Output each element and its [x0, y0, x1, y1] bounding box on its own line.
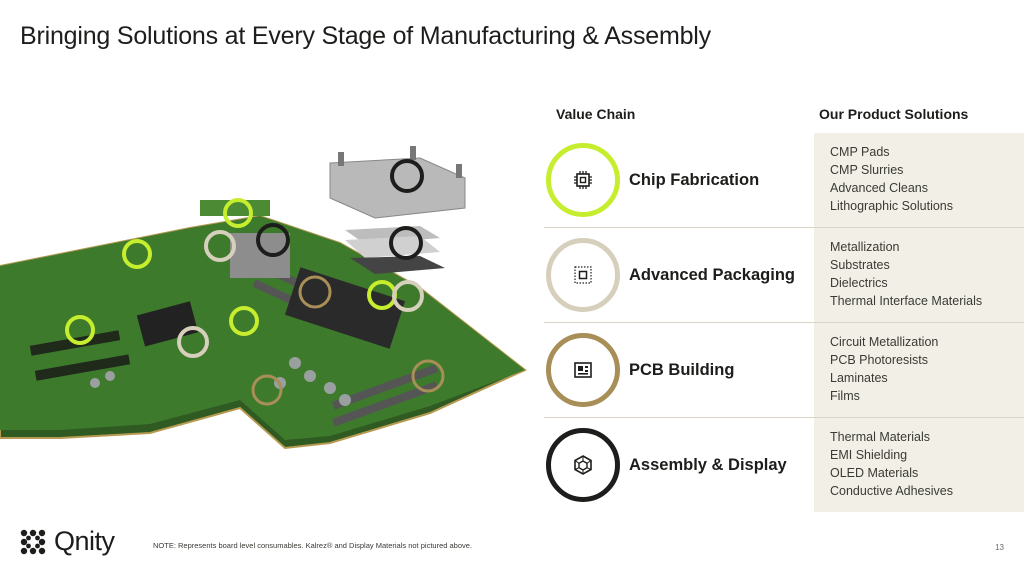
chip-icon: [574, 171, 592, 189]
highlight-ring-chip-fabrication: [122, 239, 152, 269]
highlight-ring-pcb-building: [411, 359, 445, 393]
highlight-ring-pcb-building: [251, 374, 283, 406]
product-item: EMI Shielding: [830, 448, 908, 463]
product-item: Conductive Adhesives: [830, 483, 953, 498]
stage-row-chip-fabrication: Chip Fabrication CMP Pads CMP Slurries A…: [544, 133, 1024, 228]
stage-ring: [546, 143, 620, 217]
page-title: Bringing Solutions at Every Stage of Man…: [20, 22, 711, 50]
highlight-ring-chip-fabrication: [65, 315, 95, 345]
product-list: CMP Pads CMP Slurries Advanced Cleans Li…: [814, 133, 1024, 227]
highlight-ring-chip-fabrication: [223, 198, 253, 228]
product-item: Circuit Metallization: [830, 335, 939, 350]
package-icon: [574, 266, 592, 284]
hexagon-icon: [574, 455, 592, 475]
highlight-ring-advanced-packaging: [177, 326, 209, 358]
highlight-ring-pcb-building: [298, 275, 332, 309]
capacitor: [324, 382, 336, 394]
qnity-logo: Qnity: [18, 526, 115, 557]
highlight-ring-assembly-display: [389, 226, 423, 260]
product-item: PCB Photoresists: [830, 353, 928, 368]
value-chain-table: Chip Fabrication CMP Pads CMP Slurries A…: [544, 133, 1024, 512]
capacitor: [304, 370, 316, 382]
logo-text: Qnity: [54, 526, 115, 556]
product-item: OLED Materials: [830, 466, 919, 480]
product-item: Films: [830, 388, 860, 403]
stage-label: Assembly & Display: [629, 455, 787, 474]
stage-label: Advanced Packaging: [629, 265, 795, 284]
highlight-ring-assembly-display: [256, 223, 290, 257]
page-number: 13: [995, 543, 1004, 552]
cpu-socket: [284, 267, 406, 349]
stage-row-pcb-building: PCB Building Circuit Metallization PCB P…: [544, 323, 1024, 418]
screw: [456, 164, 462, 178]
product-list: Metallization Substrates Dielectrics The…: [814, 228, 1024, 322]
product-item: Substrates: [830, 258, 890, 273]
capacitor: [339, 394, 351, 406]
screw: [338, 152, 344, 166]
product-item: Advanced Cleans: [830, 181, 928, 195]
circuit-board-illustration: [0, 138, 535, 458]
product-solutions-header: Our Product Solutions: [819, 106, 969, 122]
product-item: Thermal Interface Materials: [830, 293, 983, 308]
value-chain-header: Value Chain: [556, 106, 636, 122]
memory-slot: [331, 381, 439, 427]
highlight-ring-chip-fabrication: [229, 306, 259, 336]
stage-row-advanced-packaging: Advanced Packaging Metallization Substra…: [544, 228, 1024, 323]
footnote: NOTE: Represents board level consumables…: [153, 541, 473, 550]
screw: [410, 146, 416, 160]
stage-ring: [546, 238, 620, 312]
product-item: Laminates: [830, 371, 888, 385]
product-item: CMP Pads: [830, 145, 890, 160]
board-svg: [0, 146, 527, 450]
capacitor: [90, 378, 100, 388]
logo-mark-icon: [20, 529, 46, 554]
product-item: Dielectrics: [830, 276, 888, 290]
stage-row-assembly-display: Assembly & Display Thermal Materials EMI…: [544, 418, 1024, 512]
product-item: Metallization: [830, 240, 900, 255]
stage-ring: [546, 428, 620, 502]
product-item: Thermal Materials: [830, 430, 931, 445]
product-item: Lithographic Solutions: [830, 198, 953, 213]
product-list: Circuit Metallization PCB Photoresists L…: [814, 323, 1024, 417]
pcb-icon: [574, 362, 592, 378]
lid: [350, 256, 445, 274]
capacitor: [289, 357, 301, 369]
memory-slot: [34, 354, 131, 381]
highlight-ring-advanced-packaging: [204, 230, 236, 262]
product-list: Thermal Materials EMI Shielding OLED Mat…: [814, 418, 1024, 512]
capacitor: [105, 371, 115, 381]
stage-label: PCB Building: [629, 360, 735, 379]
highlight-ring-advanced-packaging: [392, 280, 424, 312]
stage-label: Chip Fabrication: [629, 170, 760, 189]
highlight-ring-assembly-display: [390, 159, 424, 193]
product-item: CMP Slurries: [830, 163, 904, 178]
stage-ring: [546, 333, 620, 407]
